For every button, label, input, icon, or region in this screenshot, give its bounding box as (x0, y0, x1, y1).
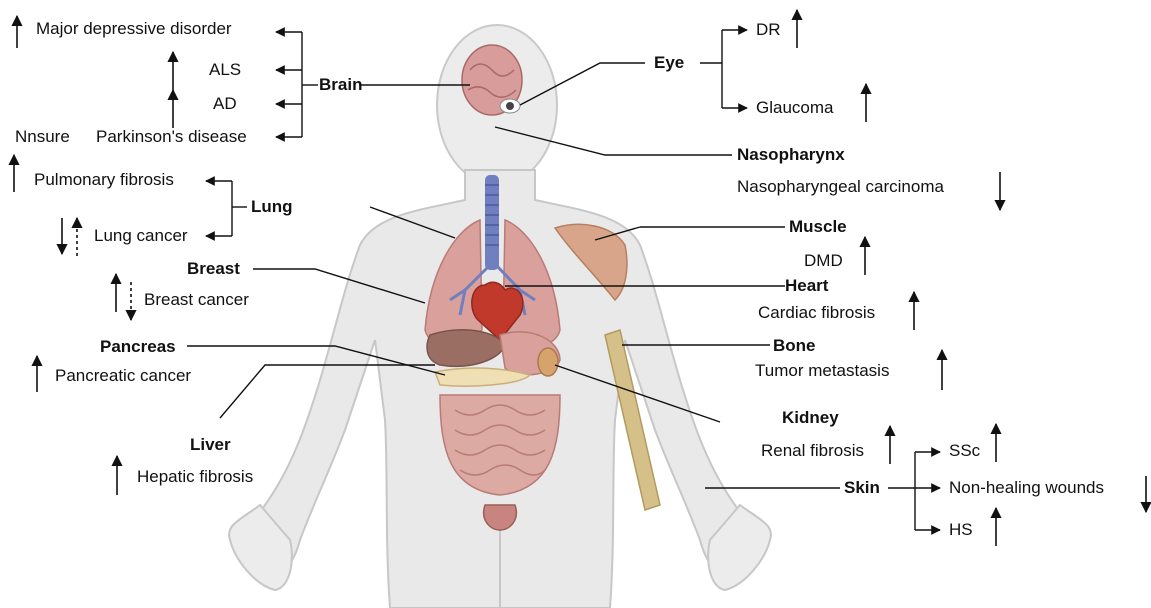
label-ssc: SSc (949, 441, 980, 461)
label-pulmonary-fibrosis: Pulmonary fibrosis (34, 170, 174, 190)
label-major-depressive-disorder: Major depressive disorder (36, 19, 232, 39)
label-non-healing-wounds: Non-healing wounds (949, 478, 1104, 498)
label-nasopharyngeal-carcinoma: Nasopharyngeal carcinoma (737, 177, 944, 197)
kidney-organ (538, 348, 558, 376)
bladder-organ (484, 505, 517, 530)
label-hepatic-fibrosis: Hepatic fibrosis (137, 467, 253, 487)
label-lung-cancer: Lung cancer (94, 226, 188, 246)
label-breast-cancer: Breast cancer (144, 290, 249, 310)
label-breast: Breast (187, 259, 240, 279)
label-eye: Eye (654, 53, 684, 73)
label-dmd: DMD (804, 251, 843, 271)
label-skin: Skin (844, 478, 880, 498)
label-kidney: Kidney (782, 408, 839, 428)
label-lung: Lung (251, 197, 293, 217)
label-brain: Brain (319, 75, 362, 95)
label-liver: Liver (190, 435, 231, 455)
label-hs: HS (949, 520, 973, 540)
label-pancreatic-cancer: Pancreatic cancer (55, 366, 191, 386)
label-nasopharynx: Nasopharynx (737, 145, 845, 165)
eye-organ (500, 99, 520, 113)
label-heart: Heart (785, 276, 828, 296)
label-cardiac-fibrosis: Cardiac fibrosis (758, 303, 875, 323)
label-ad: AD (213, 94, 237, 114)
label-als: ALS (209, 60, 241, 80)
label-dr: DR (756, 20, 781, 40)
label-tumor-metastasis: Tumor metastasis (755, 361, 889, 381)
label-pancreas: Pancreas (100, 337, 176, 357)
label-muscle: Muscle (789, 217, 847, 237)
label-renal-fibrosis: Renal fibrosis (761, 441, 864, 461)
label-glaucoma: Glaucoma (756, 98, 833, 118)
label-bone: Bone (773, 336, 816, 356)
trachea-organ (485, 175, 499, 270)
label-parkinsons-disease: Parkinson's disease (96, 127, 247, 147)
label-nnsure: Nnsure (15, 127, 70, 147)
